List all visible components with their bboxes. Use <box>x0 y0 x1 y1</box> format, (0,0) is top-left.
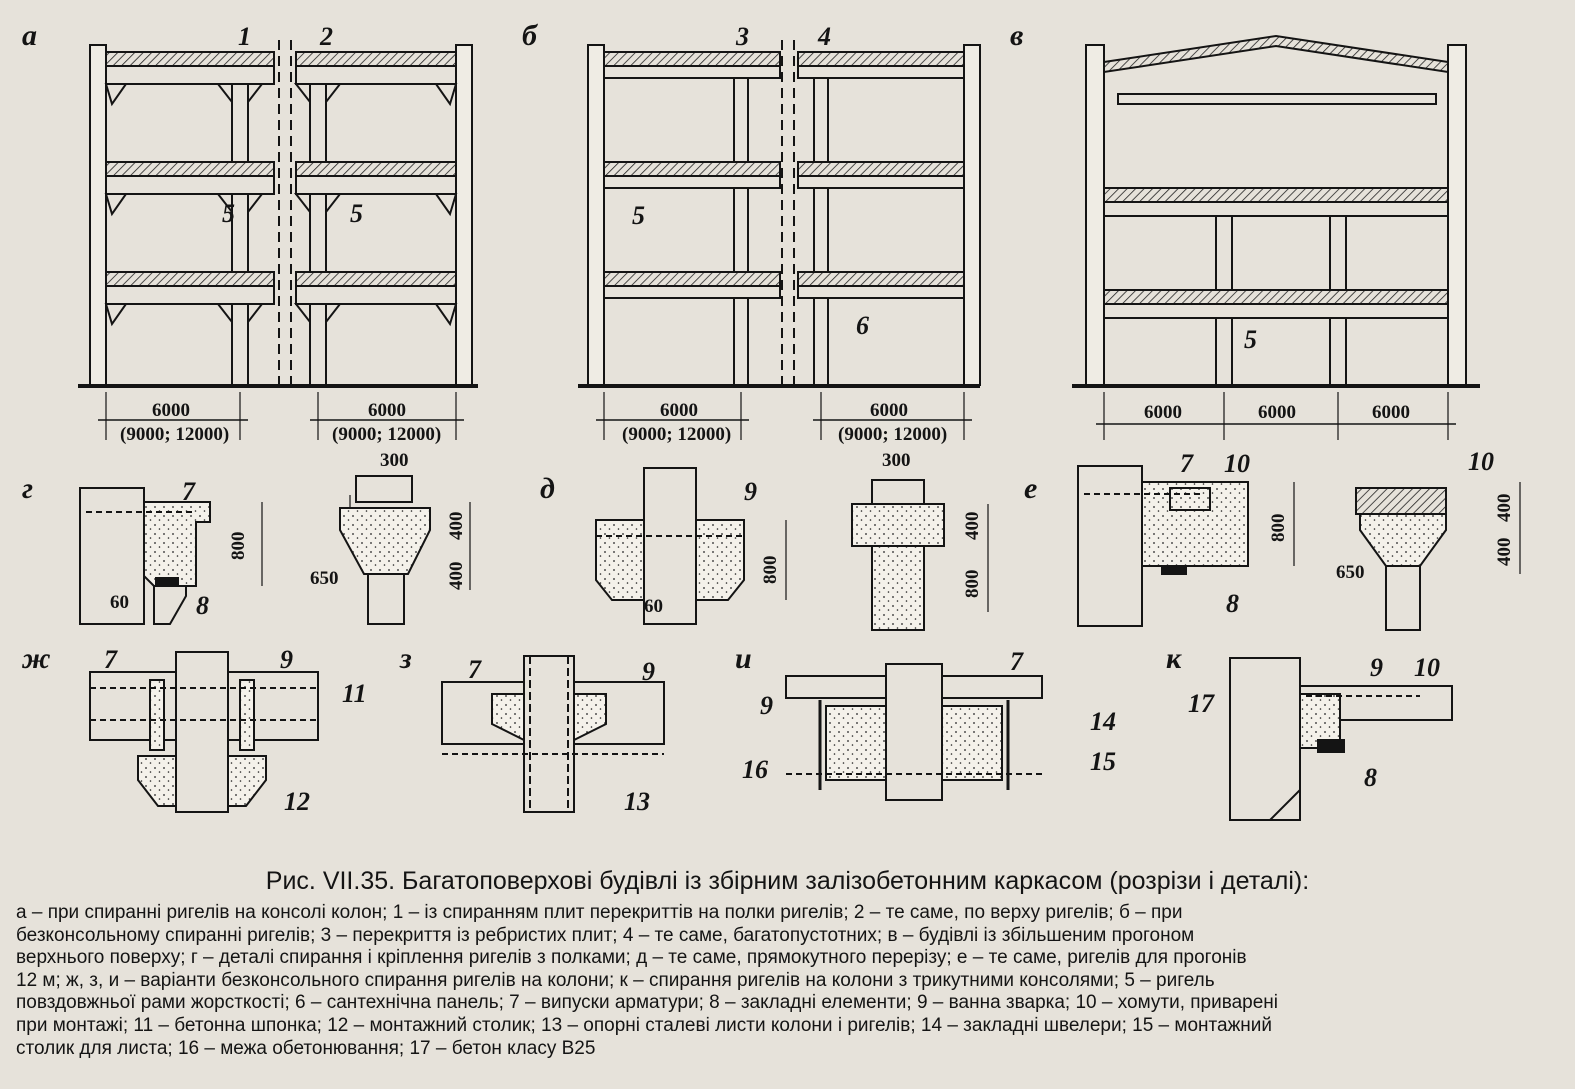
callout: 9 <box>760 691 773 720</box>
dimension: 6000 <box>660 400 698 421</box>
dimension: 6000 <box>152 400 190 421</box>
panel-letter-a: а <box>22 19 37 52</box>
detail-g <box>79 475 471 625</box>
legend-line: безконсольному спиранні ригелів; 3 – пер… <box>16 924 1195 946</box>
detail-k <box>1229 657 1453 821</box>
dimension: 300 <box>882 450 911 471</box>
dimension: 6000 <box>1372 402 1410 423</box>
callout: 8 <box>1226 589 1239 618</box>
callout: 9 <box>744 477 757 506</box>
callout: 9 <box>280 645 293 674</box>
callout: 7 <box>182 477 196 506</box>
dimension: 6000 <box>368 400 406 421</box>
callout: 6 <box>856 311 869 340</box>
dimension: 650 <box>310 568 339 589</box>
legend-line: верхнього поверху; г – деталі спирання і… <box>16 947 1247 969</box>
dimension: (9000; 12000) <box>622 424 731 445</box>
callout-numbers: 1 2 5 5 3 4 5 6 5 7 8 9 7 10 8 10 7 9 11… <box>104 22 1494 816</box>
callout: 5 <box>632 201 645 230</box>
figure-title: Рис. VII.35. Багатоповерхові будівлі із … <box>265 867 1310 895</box>
frame-section-b <box>578 40 981 440</box>
panel-letter-z: з <box>399 642 412 675</box>
callout: 10 <box>1414 653 1440 682</box>
dimension: (9000; 12000) <box>332 424 441 445</box>
dimension: 300 <box>380 450 409 471</box>
dimension: (9000; 12000) <box>838 424 947 445</box>
detail-d <box>595 467 989 631</box>
dimension: 400 <box>446 562 467 591</box>
panel-labels: а б в г д е ж з и к <box>21 19 1182 675</box>
callout: 9 <box>1370 653 1383 682</box>
dimension: 400 <box>962 512 983 541</box>
callout: 12 <box>284 787 310 816</box>
dimension: 650 <box>1336 562 1365 583</box>
legend-line: при монтажі; 11 – бетонна шпонка; 12 – м… <box>16 1014 1273 1036</box>
panel-letter-zh: ж <box>21 642 51 675</box>
callout: 15 <box>1090 747 1116 776</box>
callout: 10 <box>1468 447 1494 476</box>
panel-letter-b: б <box>522 19 538 52</box>
callout: 8 <box>1364 763 1377 792</box>
dimension: 400 <box>1494 538 1515 567</box>
panel-letter-d: д <box>540 472 555 505</box>
frame-section-a <box>78 40 478 440</box>
callout: 7 <box>104 645 118 674</box>
callout: 5 <box>350 199 363 228</box>
callout: 5 <box>1244 325 1257 354</box>
dimension-labels: 6000 (9000; 12000) 6000 (9000; 12000) 60… <box>110 400 1515 617</box>
dimension: 6000 <box>1258 402 1296 423</box>
panel-letter-g: г <box>22 472 33 505</box>
dimension: 60 <box>110 592 129 613</box>
callout: 3 <box>735 22 749 51</box>
callout: 11 <box>342 679 367 708</box>
callout: 5 <box>222 199 235 228</box>
panel-letter-v: в <box>1010 19 1023 52</box>
detail-zh <box>89 651 319 813</box>
callout: 4 <box>817 22 831 51</box>
technical-drawing: а б в г д е ж з и к 1 2 5 5 3 4 5 6 5 7 … <box>21 19 1521 821</box>
dimension: 400 <box>1494 494 1515 523</box>
callout: 7 <box>468 655 482 684</box>
callout: 14 <box>1090 707 1116 736</box>
legend-line: а – при спиранні ригелів на консолі коло… <box>16 902 1183 923</box>
callout: 13 <box>624 787 650 816</box>
callout: 8 <box>196 591 209 620</box>
figure-legend: а – при спиранні ригелів на консолі коло… <box>16 902 1556 1060</box>
callout: 1 <box>238 22 251 51</box>
detail-z <box>441 655 665 813</box>
callout: 16 <box>742 755 768 784</box>
panel-letter-k: к <box>1166 642 1182 675</box>
legend-line: 12 м; ж, з, и – варіанти безконсольного … <box>16 969 1215 991</box>
panel-letter-e: е <box>1024 472 1037 505</box>
dimension: 800 <box>1268 514 1289 543</box>
dimension: 6000 <box>870 400 908 421</box>
dimension: 60 <box>644 596 663 617</box>
callout: 17 <box>1188 689 1215 718</box>
dimension: 6000 <box>1144 402 1182 423</box>
callout: 7 <box>1180 449 1194 478</box>
dimension: (9000; 12000) <box>120 424 229 445</box>
callout: 7 <box>1010 647 1024 676</box>
dimension: 400 <box>446 512 467 541</box>
detail-i <box>785 663 1043 801</box>
legend-line: повздовжньої рами жорсткості; 6 – сантех… <box>16 992 1279 1014</box>
callout: 2 <box>319 22 333 51</box>
panel-letter-i: и <box>735 642 752 675</box>
callout: 9 <box>642 657 655 686</box>
callout: 10 <box>1224 449 1250 478</box>
dimension: 800 <box>228 532 249 561</box>
detail-e <box>1077 465 1521 631</box>
frame-section-v <box>1072 34 1480 440</box>
dimension: 800 <box>760 556 781 585</box>
legend-line: столик для листа; 16 – межа обетонювання… <box>16 1037 596 1059</box>
dimension: 800 <box>962 570 983 599</box>
